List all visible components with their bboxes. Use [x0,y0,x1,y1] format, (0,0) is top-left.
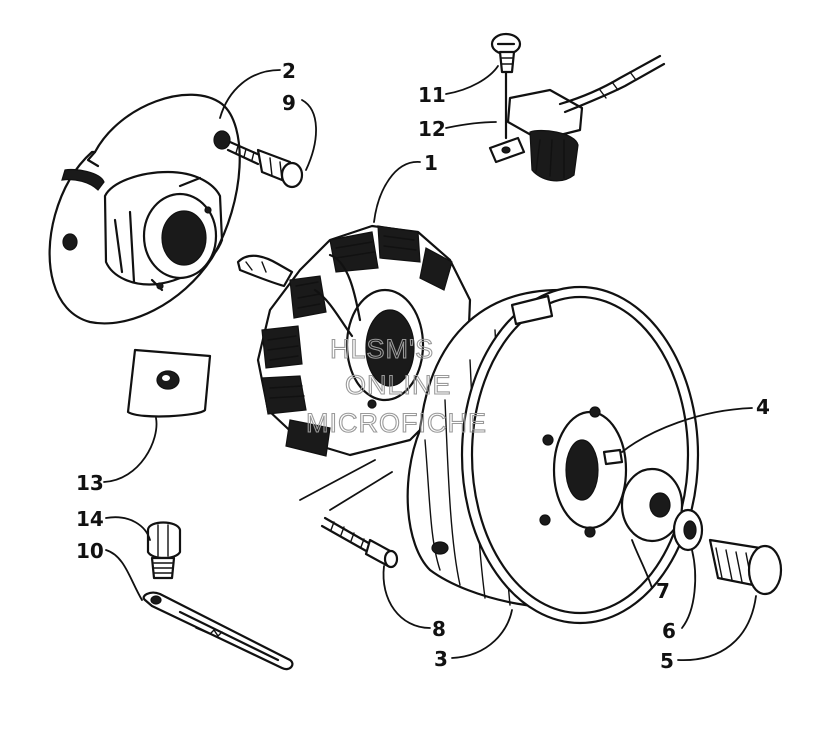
callout-10: 10 [76,539,104,563]
bolt-14-part [146,521,182,580]
screw-8-part [299,459,399,569]
washer-7-part [620,467,684,543]
backing-plate-part [48,93,241,325]
callout-13: 13 [76,471,104,495]
watermark-line-1: HLSM'S [330,334,434,364]
callout-8: 8 [432,617,446,641]
flywheel-bolt-5-part [708,538,783,596]
callout-1: 1 [424,151,438,175]
watermark-line-2: ONLINE [345,370,452,400]
callout-7: 7 [656,579,670,603]
leader-lines [103,65,757,661]
screw-11-part [490,32,522,74]
callout-11: 11 [418,83,446,107]
callout-9: 9 [282,91,296,115]
callout-5: 5 [660,649,674,673]
lock-washer-6-part [672,508,704,552]
callout-3: 3 [434,647,448,671]
callout-6: 6 [662,619,676,643]
stator-part [236,224,472,457]
callout-labels: 2 9 1 11 12 13 14 10 8 3 4 7 6 5 [76,59,770,673]
callout-14: 14 [76,507,104,531]
callout-12: 12 [418,117,446,141]
pulser-coil-12-part [488,54,666,182]
screw-9-part [226,140,304,189]
square-pad-part [126,348,212,418]
ground-strap-part [142,591,294,671]
callout-2: 2 [282,59,296,83]
key-4-part [602,448,624,466]
flywheel-part [406,285,700,625]
callout-4: 4 [756,395,770,419]
watermark: HLSM'S ONLINE MICROFICHE [305,333,487,438]
watermark-line-3: MICROFICHE [306,408,487,438]
